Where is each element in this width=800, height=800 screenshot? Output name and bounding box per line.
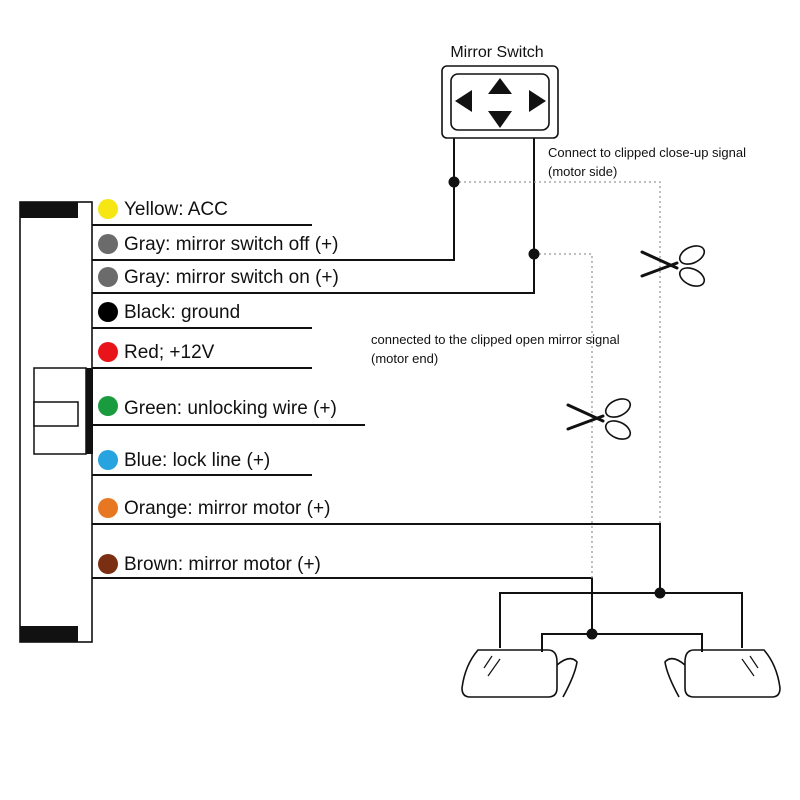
left-mirror-icon — [461, 649, 578, 698]
wire-label: Green: unlocking wire (+) — [124, 398, 337, 419]
open-signal-note: connected to the clipped open mirror sig… — [371, 332, 620, 347]
scissors-icon — [566, 398, 632, 440]
open-signal-note-sub: (motor end) — [371, 351, 438, 366]
arrow-down-icon — [488, 111, 512, 128]
arrow-left-icon — [455, 90, 472, 112]
harness-wires — [92, 138, 661, 634]
wire-label: Gray: mirror switch off (+) — [124, 234, 338, 255]
wire-label: Red; +12V — [124, 342, 215, 363]
wire-label: Brown: mirror motor (+) — [124, 554, 321, 575]
harness-connector — [19, 201, 93, 643]
wire-label: Blue: lock line (+) — [124, 450, 270, 471]
arrow-up-icon — [488, 78, 512, 94]
scissors-icon — [640, 245, 706, 287]
wire-color-dot — [98, 267, 118, 287]
mirror-switch — [441, 65, 559, 139]
close-signal-note-sub: (motor side) — [548, 164, 617, 179]
wire-color-dot — [98, 554, 118, 574]
wire-color-dot — [98, 302, 118, 322]
switch-title: Mirror Switch — [450, 44, 543, 61]
wire-color-dot — [98, 396, 118, 416]
junctions — [448, 176, 666, 640]
wire-color-dot — [98, 342, 118, 362]
wire-color-dot — [98, 234, 118, 254]
close-signal-note: Connect to clipped close-up signal — [548, 145, 746, 160]
signal-lines — [454, 181, 661, 578]
wire-label: Gray: mirror switch on (+) — [124, 267, 339, 288]
wire-color-dot — [98, 450, 118, 470]
right-mirror-icon — [664, 649, 781, 698]
wire-legend: Yellow: ACC Gray: mirror switch off (+) … — [98, 199, 339, 575]
wire-color-dot — [98, 199, 118, 219]
wire-color-dot — [98, 498, 118, 518]
wire-label: Yellow: ACC — [124, 199, 228, 220]
motor-wiring — [499, 592, 743, 652]
arrow-right-icon — [529, 90, 546, 112]
wire-label: Orange: mirror motor (+) — [124, 498, 330, 519]
wire-label: Black: ground — [124, 302, 240, 323]
